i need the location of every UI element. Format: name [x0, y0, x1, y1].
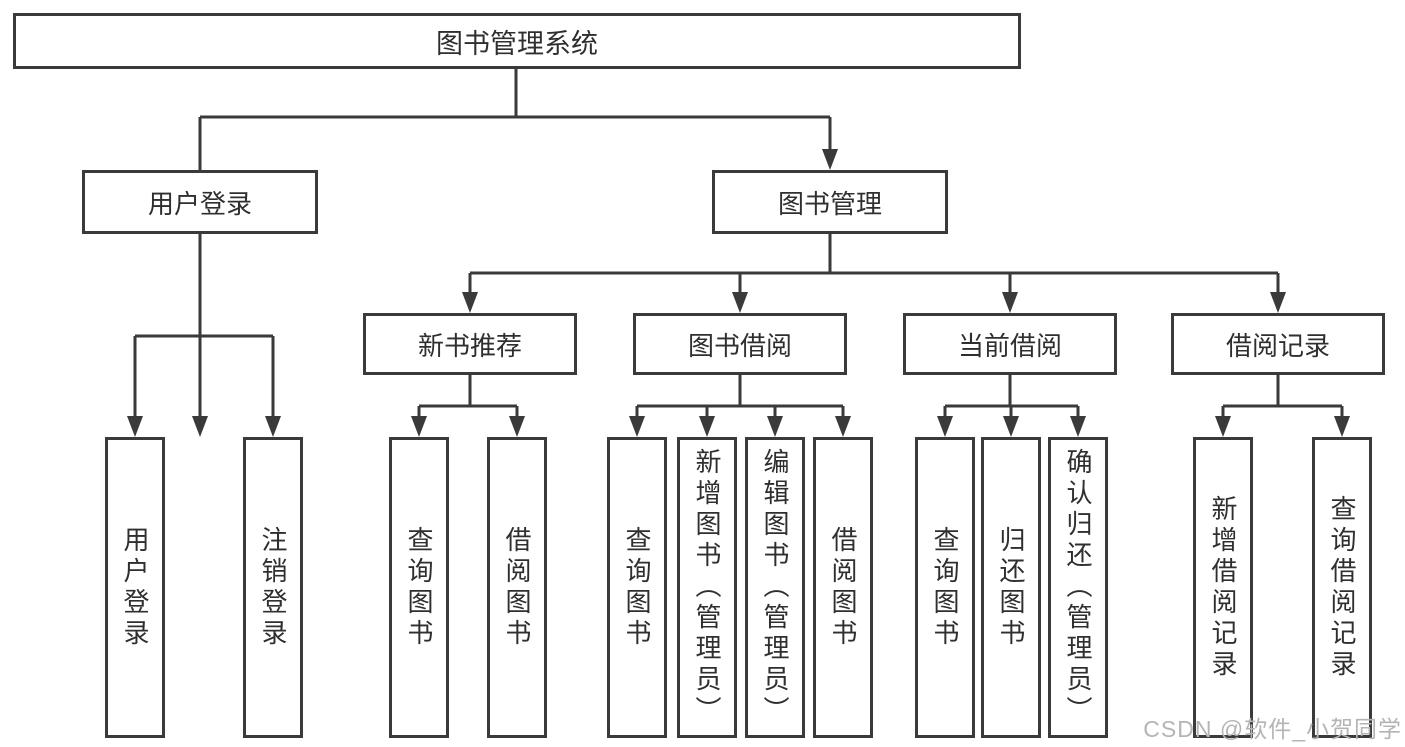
node-root: 图书管理系统	[13, 13, 1021, 69]
node-borrow-records-label: 借阅记录	[1225, 330, 1330, 361]
leaf-add-books-admin-label: 新增图书（管理员）	[692, 448, 722, 727]
node-current-borrow-label: 当前借阅	[957, 330, 1062, 361]
node-book-borrow-label: 图书借阅	[687, 330, 792, 361]
connector-new-book-branch	[411, 375, 525, 437]
leaf-add-borrow-record: 新增借阅记录	[1193, 437, 1253, 738]
node-book-borrow: 图书借阅	[633, 313, 847, 375]
leaf-add-borrow-record-label: 新增借阅记录	[1208, 494, 1238, 681]
node-user-login: 用户登录	[82, 170, 318, 234]
leaf-query-borrow-record: 查询借阅记录	[1312, 437, 1372, 738]
leaf-logout-label: 注销登录	[258, 525, 288, 650]
node-current-borrow: 当前借阅	[903, 313, 1117, 375]
leaf-user-login: 用户登录	[105, 437, 165, 738]
leaf-add-books-admin: 新增图书（管理员）	[677, 437, 737, 738]
leaf-query-books-recommend: 查询图书	[389, 437, 449, 738]
leaf-edit-books-admin: 编辑图书（管理员）	[745, 437, 805, 738]
leaf-return-books-label: 归还图书	[996, 525, 1026, 650]
leaf-query-borrow-record-label: 查询借阅记录	[1327, 494, 1357, 681]
connector-current-borrow-branch	[937, 375, 1086, 437]
leaf-user-login-label: 用户登录	[120, 525, 150, 650]
leaf-query-books-borrow: 查询图书	[607, 437, 667, 738]
node-new-book-recommend: 新书推荐	[363, 313, 577, 375]
leaf-edit-books-admin-label: 编辑图书（管理员）	[760, 448, 790, 727]
leaf-query-books-current-label: 查询图书	[930, 525, 960, 650]
node-root-label: 图书管理系统	[436, 28, 598, 59]
leaf-query-books-borrow-label: 查询图书	[622, 525, 652, 650]
connector-book-borrow-branch	[629, 375, 851, 437]
connector-user-login-branch	[127, 234, 281, 437]
leaf-query-books-current: 查询图书	[915, 437, 975, 738]
node-user-login-label: 用户登录	[147, 188, 252, 219]
leaf-borrow-books-recommend: 借阅图书	[487, 437, 547, 738]
node-new-book-recommend-label: 新书推荐	[417, 330, 522, 361]
connector-borrow-records-branch	[1215, 375, 1350, 437]
connector-book-management-branch	[462, 234, 1286, 313]
leaf-confirm-return-admin-label: 确认归还（管理员）	[1063, 448, 1093, 727]
node-book-management-label: 图书管理	[777, 188, 882, 219]
csdn-watermark: CSDN @软件_小贺同学	[1143, 716, 1402, 742]
leaf-confirm-return-admin: 确认归还（管理员）	[1048, 437, 1108, 738]
leaf-borrow-books-label: 借阅图书	[828, 525, 858, 650]
node-borrow-records: 借阅记录	[1171, 313, 1385, 375]
leaf-query-books-recommend-label: 查询图书	[404, 525, 434, 650]
leaf-logout: 注销登录	[243, 437, 303, 738]
leaf-borrow-books-recommend-label: 借阅图书	[502, 525, 532, 650]
leaf-return-books: 归还图书	[981, 437, 1041, 738]
leaf-borrow-books: 借阅图书	[813, 437, 873, 738]
node-book-management: 图书管理	[712, 170, 948, 234]
